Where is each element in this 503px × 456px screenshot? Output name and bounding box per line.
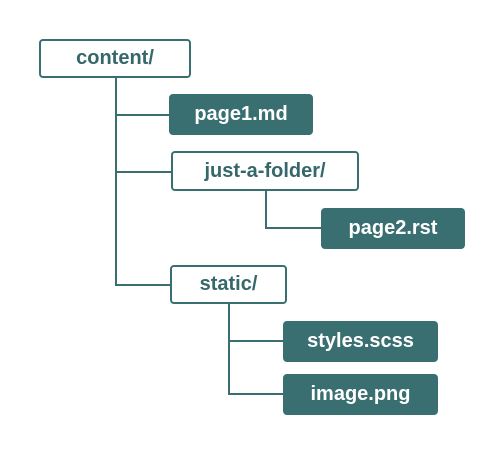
node-label: static/ [199,273,258,295]
node-label: just-a-folder/ [204,159,326,182]
node-label: styles.scss [307,330,414,352]
file-node-styles: styles.scss [283,321,438,362]
file-node-page2: page2.rst [321,208,465,249]
node-label: page1.md [194,103,288,125]
node-label: image.png [310,383,411,405]
file-node-page1: page1.md [169,94,313,135]
folder-node-content: content/ [39,39,191,78]
node-label: page2.rst [348,217,438,239]
node-label: content/ [76,47,154,69]
folder-node-just-a-folder: just-a-folder/ [171,151,359,191]
file-node-image: image.png [283,374,438,415]
folder-node-static: static/ [170,265,287,304]
